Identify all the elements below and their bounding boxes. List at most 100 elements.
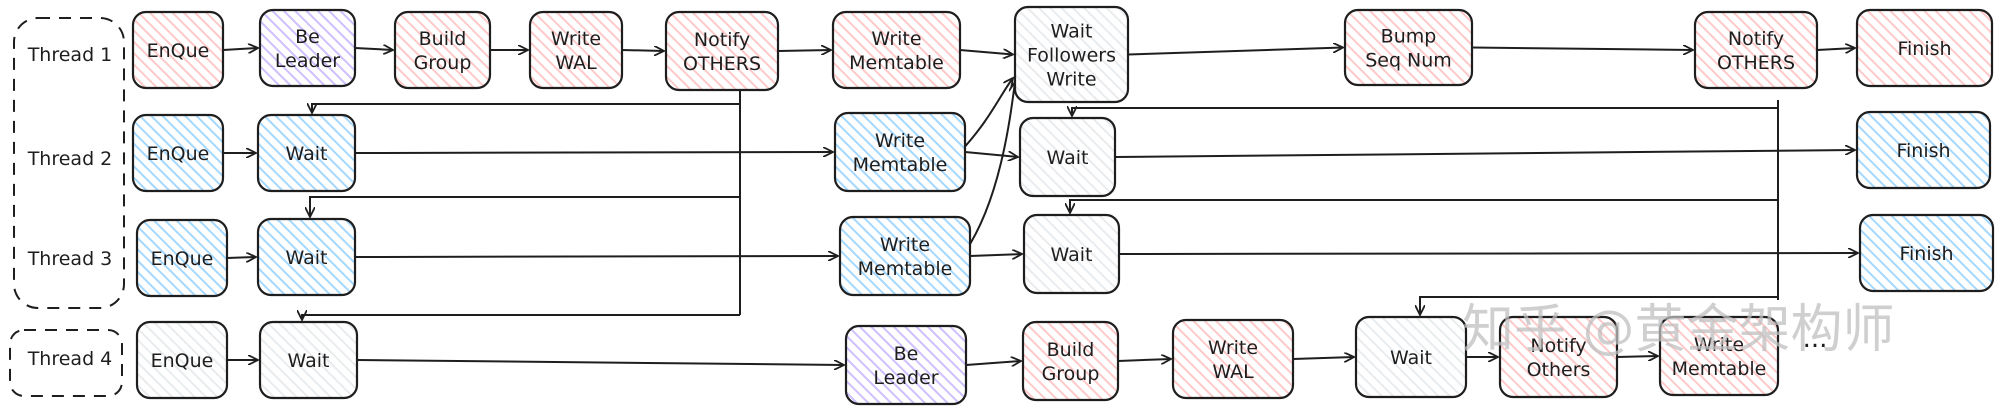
- node-t3-wait2: Wait: [1022, 213, 1121, 295]
- node-box: [1013, 5, 1130, 104]
- lane-label-t3: Thread 3: [27, 248, 113, 270]
- node-box: [1018, 116, 1117, 198]
- node-box: [528, 10, 624, 90]
- node-box: [1658, 315, 1780, 397]
- node-label: Write: [1208, 337, 1258, 359]
- notify-to-t2-wait: [312, 103, 740, 113]
- node-label: Bump: [1381, 26, 1437, 48]
- node-box: [258, 320, 359, 400]
- node-box: [1022, 213, 1121, 295]
- notify2-to-t2-wait2: [1072, 108, 1778, 116]
- notify2-to-t3-wait2: [1070, 199, 1778, 213]
- node-label: EnQue: [151, 350, 214, 372]
- node-t2-wait2: Wait: [1018, 116, 1117, 198]
- edge-t1-waitf-to-t1-bump: [1127, 48, 1343, 56]
- node-label: Wait: [1390, 347, 1432, 369]
- node-box: [135, 320, 229, 400]
- node-label: Memtable: [1672, 358, 1767, 380]
- node-box: [1354, 315, 1468, 399]
- node-box: [131, 10, 225, 90]
- node-label: Wait: [286, 247, 328, 269]
- node-box: [258, 8, 357, 88]
- node-label: Finish: [1897, 38, 1951, 60]
- node-box: [256, 217, 357, 297]
- node-label: Leader: [275, 50, 340, 72]
- edge-t2-mem-to-t2-wait2: [964, 151, 1018, 157]
- lane-label-t1: Thread 1: [27, 44, 113, 66]
- node-label: Be: [894, 343, 919, 365]
- node-label: Write: [551, 28, 601, 50]
- node-box: [1021, 320, 1120, 402]
- edge-t4-build-to-t4-wal: [1117, 359, 1171, 361]
- node-box: [1343, 8, 1474, 87]
- node-box: [256, 113, 357, 193]
- node-box: [1855, 8, 1994, 88]
- node-label: Wait: [288, 350, 330, 372]
- node-label: Notify: [1530, 335, 1586, 357]
- node-label: Build: [419, 28, 467, 50]
- node-label: Leader: [873, 367, 938, 389]
- lane-label-t4: Thread 4: [27, 348, 113, 370]
- t3-memtable-to-waitf: [964, 82, 1015, 253]
- node-label: Notify: [1728, 28, 1784, 50]
- node-label: Others: [1527, 359, 1591, 381]
- node-label: Memtable: [849, 52, 944, 74]
- node-label: Group: [414, 52, 472, 74]
- node-label: Write: [875, 130, 925, 152]
- node-t4-wait2: Wait: [1354, 315, 1468, 399]
- node-label: Write: [871, 28, 921, 50]
- node-label: Memtable: [853, 154, 948, 176]
- edge-t1-bump-to-t1-notify2: [1471, 48, 1693, 51]
- node-label: Write: [1046, 69, 1096, 91]
- node-label: Group: [1042, 363, 1100, 385]
- edge-t3-enque-to-t3-wait: [226, 257, 256, 258]
- node-label: WAL: [555, 52, 597, 74]
- node-box: [1858, 213, 1995, 293]
- node-label: Wait: [1051, 244, 1093, 266]
- node-label: EnQue: [147, 40, 210, 62]
- node-label: Build: [1047, 339, 1095, 361]
- node-box: [393, 10, 492, 90]
- node-box: [131, 113, 225, 193]
- node-box: [1498, 315, 1619, 399]
- node-label: WAL: [1212, 361, 1254, 383]
- node-box: [1855, 110, 1992, 190]
- continuation-ellipsis: ...: [1803, 324, 1828, 354]
- node-box: [831, 10, 962, 90]
- node-label: OTHERS: [1717, 52, 1795, 74]
- node-label: Wait: [1051, 21, 1093, 43]
- node-label: Finish: [1896, 140, 1950, 162]
- edge-t2-wait2-to-t2-finish: [1114, 150, 1855, 158]
- edge-t3-wait-to-t3-mem: [354, 256, 838, 257]
- cross-thread-edges: [302, 78, 1779, 320]
- node-label: Be: [295, 26, 320, 48]
- node-box: [838, 215, 972, 297]
- node-t3-wait: Wait: [256, 217, 357, 297]
- node-t2-enque: EnQue: [131, 113, 225, 193]
- node-t3-enque: EnQue: [135, 218, 229, 298]
- node-label: Seq Num: [1365, 50, 1452, 72]
- node-label: Write: [1694, 334, 1744, 356]
- node-label: Memtable: [858, 258, 953, 280]
- node-label: Notify: [694, 29, 750, 51]
- nodes-layer: EnQueBeLeaderBuildGroupWriteWALNotifyOTH…: [131, 5, 1995, 406]
- node-box: [135, 218, 229, 298]
- node-t2-finish: Finish: [1855, 110, 1992, 190]
- node-label: EnQue: [151, 248, 214, 270]
- node-label: Followers: [1027, 45, 1116, 67]
- edge-t1-notify2-to-t1-finish: [1816, 48, 1855, 50]
